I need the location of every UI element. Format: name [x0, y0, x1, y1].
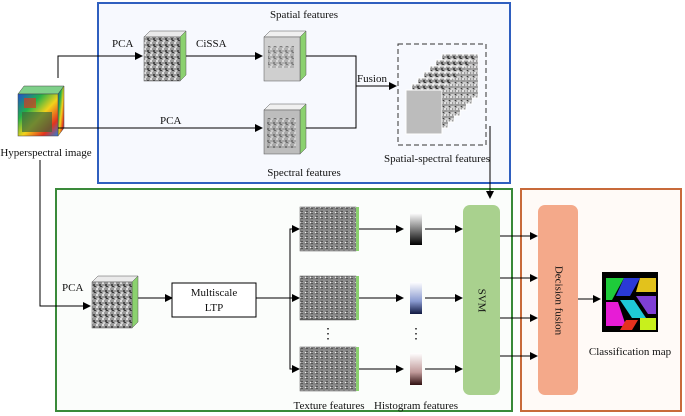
- texture-features-label: Texture features: [293, 400, 365, 412]
- svm-label: SVM: [475, 288, 488, 313]
- hyperspectral-image-label: Hyperspectral image: [0, 147, 92, 159]
- pca-bottom-label: PCA: [62, 282, 84, 294]
- decision-fusion-block: [538, 205, 578, 395]
- cissa-image: [263, 30, 307, 82]
- histogram-bar-3: [410, 353, 422, 385]
- multiscale-label-line1: Multiscale: [190, 287, 238, 299]
- spatial-spectral-features-label: Spatial-spectral features: [384, 153, 490, 165]
- cissa-label: CiSSA: [196, 38, 227, 50]
- histogram-bar-2: [410, 282, 422, 314]
- fusion-stack-box: [397, 43, 487, 146]
- svm-block: [463, 205, 500, 395]
- pca-image-top: [143, 30, 187, 82]
- pca-mid-label: PCA: [160, 115, 182, 127]
- histogram-ellipsis: ⋮: [409, 327, 423, 342]
- texture-image-3: [299, 346, 359, 392]
- multiscale-label-line2: LTP: [204, 302, 224, 314]
- pca-top-label: PCA: [112, 38, 134, 50]
- spectral-pca-image: [263, 103, 307, 155]
- texture-ellipsis: ⋮: [321, 327, 335, 342]
- texture-image-1: [299, 206, 359, 252]
- spectral-features-title: Spectral features: [267, 167, 341, 179]
- arrows-texture: [39, 160, 601, 373]
- fusion-label: Fusion: [357, 73, 387, 85]
- classification-map-label: Classification map: [588, 346, 672, 358]
- arrows-spatial: [57, 52, 494, 199]
- fused-feature-stack: [405, 53, 479, 135]
- histogram-bar-1: [410, 213, 422, 245]
- hyperspectral-cube: [17, 85, 65, 137]
- multiscale-ltp-box: [171, 282, 257, 318]
- classification-map: [602, 272, 658, 332]
- texture-image-2: [299, 275, 359, 321]
- spatial-features-title: Spatial features: [269, 9, 339, 21]
- decision-fusion-label: Decision fusion: [552, 265, 565, 336]
- pca-image-bottom: [91, 275, 139, 329]
- histogram-features-label: Histogram features: [374, 400, 458, 412]
